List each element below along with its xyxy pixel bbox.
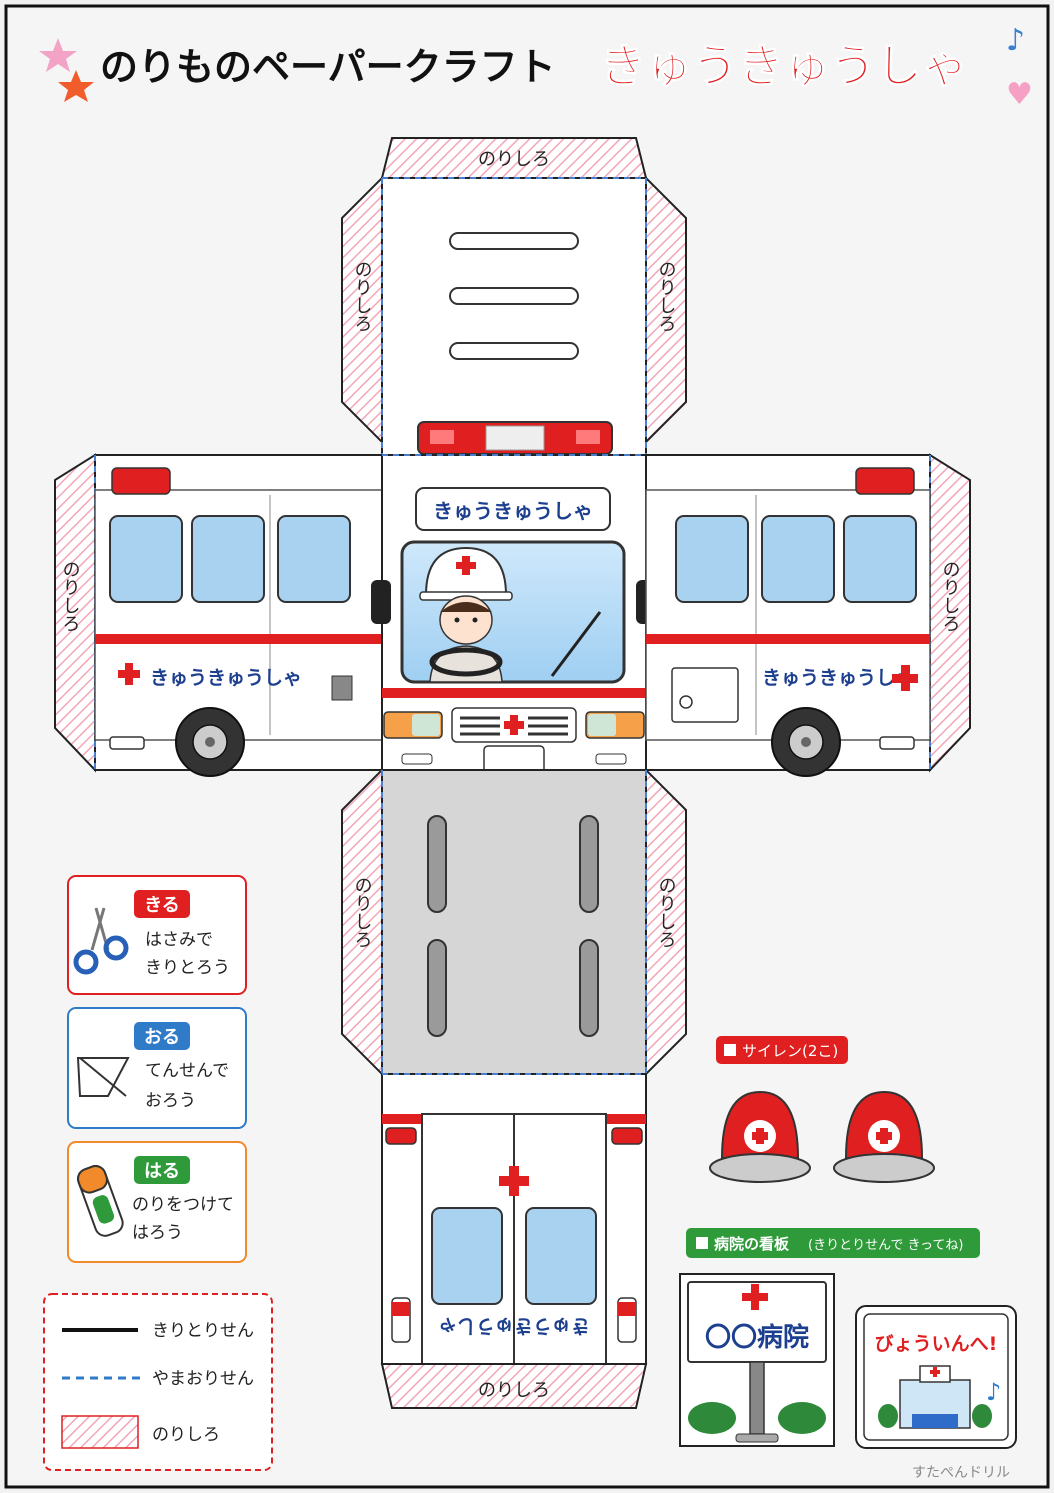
front-name-label: きゅうきゅうしゃ xyxy=(433,499,593,523)
cut-line-label: きりとりせん xyxy=(152,1321,254,1341)
orange-star-icon xyxy=(58,70,94,102)
driver-illustration xyxy=(419,546,513,683)
siren-label: サイレン(2こ) xyxy=(742,1042,838,1060)
side-window xyxy=(191,515,265,603)
glue-area-label: のりしろ xyxy=(152,1425,220,1445)
fold-line-label: やまおりせん xyxy=(152,1369,254,1389)
rear-light xyxy=(611,1127,643,1145)
glue-tab-roof-right-label: のりしろ xyxy=(656,260,677,332)
step-cut-line2: きりとろう xyxy=(145,958,230,978)
glue-tab-top-label: のりしろ xyxy=(478,149,550,170)
step-glue-line1: のりをつけて xyxy=(132,1195,234,1215)
side-window xyxy=(675,515,749,603)
glue-tab-floor-left-label: のりしろ xyxy=(352,876,373,948)
to-hospital-part: びょういんへ! ♪ xyxy=(855,1305,1017,1449)
left-mirror xyxy=(371,580,391,624)
music-note-icon: ♪ xyxy=(986,1378,1001,1406)
roof-vent xyxy=(449,287,579,305)
glue-tab-right-label: のりしろ xyxy=(940,560,961,632)
glue-tab-floor-right-label: のりしろ xyxy=(656,876,677,948)
rear-light xyxy=(385,1127,417,1145)
page-title: のりものペーパークラフト xyxy=(100,45,556,89)
header: のりものペーパークラフト きゅうきゅうしゃ ♪ ♥ xyxy=(39,23,1033,112)
side-window xyxy=(109,515,183,603)
floor-panel xyxy=(341,767,687,1077)
right-side-panel: きゅうきゅうしゃ xyxy=(645,453,971,777)
page-subtitle: きゅうきゅうしゃ xyxy=(600,39,968,93)
heart-icon: ♥ xyxy=(1006,77,1033,112)
scissors-icon xyxy=(73,907,129,975)
hospital-label: 病院の看板 xyxy=(714,1235,790,1253)
left-roof-light xyxy=(111,467,171,495)
hospital-note: (きりとりせんで きってね) xyxy=(808,1238,963,1253)
axle-groove xyxy=(427,939,447,1037)
axle-groove xyxy=(579,939,599,1037)
step-fold: おる てんせんで おろう xyxy=(67,1007,247,1129)
glue-stick-icon xyxy=(77,1165,124,1237)
rear-window xyxy=(431,1207,503,1305)
siren-part xyxy=(833,1090,935,1183)
hospital-name: 〇〇病院 xyxy=(705,1322,809,1353)
to-hospital-label: びょういんへ! xyxy=(875,1333,998,1355)
rear-panel: きゅうきゅうしゃ のりしろ xyxy=(380,1073,648,1409)
step-glue-badge: はる xyxy=(144,1161,180,1182)
roof-panel: のりしろ xyxy=(341,137,687,456)
side-window xyxy=(277,515,351,603)
hospital-section: 病院の看板 (きりとりせんで きってね) 〇〇病院 びょういんへ! xyxy=(679,1228,1017,1449)
side-window xyxy=(761,515,835,603)
axle-groove xyxy=(427,815,447,913)
step-fold-line1: てんせんで xyxy=(145,1061,229,1081)
rear-name: きゅうきゅうしゃ xyxy=(438,1315,590,1337)
siren-section: サイレン(2こ) xyxy=(709,1036,935,1183)
rear-window xyxy=(525,1207,597,1305)
step-cut-badge: きる xyxy=(144,895,180,916)
step-glue: はる のりをつけて はろう xyxy=(67,1141,247,1263)
right-side-name: きゅうきゅうしゃ xyxy=(762,667,914,689)
music-note-icon: ♪ xyxy=(1006,23,1025,58)
glue-tab-roof-left-label: のりしろ xyxy=(352,260,373,332)
step-glue-line2: はろう xyxy=(132,1223,183,1243)
left-side-name: きゅうきゅうしゃ xyxy=(150,667,302,689)
side-window xyxy=(843,515,917,603)
pink-star-icon xyxy=(39,38,77,72)
glue-tab-bottom xyxy=(380,1363,648,1409)
step-fold-line2: おろう xyxy=(145,1091,196,1111)
axle-groove xyxy=(579,815,599,913)
side-door xyxy=(671,667,739,723)
hospital-sign-part: 〇〇病院 xyxy=(679,1273,835,1447)
step-fold-badge: おる xyxy=(144,1027,180,1048)
footer-credit: すたぺんドリル xyxy=(912,1465,1010,1481)
step-cut-line1: はさみで xyxy=(145,930,213,950)
right-roof-light xyxy=(855,467,915,495)
hospital-building-icon xyxy=(878,1365,992,1429)
roof-vent xyxy=(449,232,579,250)
front-panel: きゅうきゅうしゃ xyxy=(371,454,656,775)
left-side-panel: きゅうきゅうしゃ xyxy=(54,453,383,777)
roof-vent xyxy=(449,342,579,360)
front-name-sign xyxy=(415,487,611,531)
glue-tab-bottom-label: のりしろ xyxy=(478,1380,550,1401)
glue-tab-left-label: のりしろ xyxy=(60,560,81,632)
siren-part xyxy=(709,1090,811,1183)
fold-icon xyxy=(76,1057,130,1097)
line-legend: きりとりせん やまおりせん のりしろ xyxy=(43,1293,273,1471)
step-cut: きる はさみで きりとろう xyxy=(67,875,247,995)
